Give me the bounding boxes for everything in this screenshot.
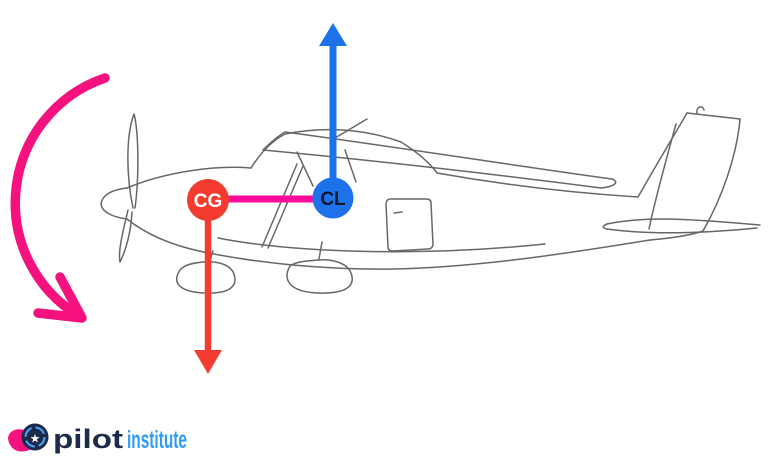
door-handle: [393, 211, 403, 214]
pitch-moment-arrow: [10, 73, 110, 323]
cl-marker: CL: [312, 177, 354, 219]
cl-circle: [312, 177, 354, 219]
pilot-institute-logo: ★ pilot institute: [8, 423, 187, 454]
cowling-bottom: [126, 218, 200, 252]
tail-beacon: [696, 106, 705, 114]
cg-circle: [187, 179, 229, 221]
rear-window-slope: [400, 141, 438, 174]
wing-top-edge: [284, 131, 613, 180]
fuselage-belly: [198, 239, 651, 270]
fin-top: [686, 112, 741, 120]
weight-arrow: [194, 200, 222, 374]
propeller-blade-top: [127, 113, 139, 209]
star-icon: ★: [30, 432, 41, 446]
cg-label: CG: [194, 191, 223, 212]
windshield: [250, 133, 286, 169]
tailcone-bottom: [649, 230, 704, 241]
pitch-moment-arrowhead: [33, 272, 87, 323]
main-wheel-fairing: [286, 259, 353, 294]
propeller-spinner: [100, 187, 128, 220]
nose-wheel-fairing: [175, 261, 236, 294]
cowling-top: [126, 166, 252, 189]
stabilizer-tip: [602, 223, 608, 230]
propeller-blade-bottom: [118, 209, 133, 263]
cabin-door: [385, 198, 434, 252]
tailboom-top: [436, 172, 639, 198]
airplane-sketch: [100, 106, 761, 294]
logo-badge-ring-icon: [24, 426, 46, 448]
wing-strut-2: [267, 165, 304, 249]
wing-tip: [600, 178, 617, 189]
wing-bottom-edge: [262, 149, 602, 189]
cabin-roof: [284, 128, 402, 143]
pitch-moment-arc: [10, 73, 110, 321]
cl-label: CL: [320, 189, 346, 210]
logo-text-pilot: pilot: [53, 424, 123, 454]
logo-text-institute: institute: [127, 426, 187, 454]
rudder-hinge-line: [648, 123, 677, 230]
fin-leading-edge: [637, 112, 688, 198]
rudder-trailing-edge: [702, 118, 741, 232]
wing-strut: [261, 163, 298, 248]
stabilizer-bottom: [606, 227, 758, 234]
main-gear-leg: [318, 241, 323, 260]
lift-arrowhead-icon: [319, 23, 347, 46]
wing-leading-edge: [262, 131, 286, 151]
window-frame-2: [344, 149, 357, 183]
fuselage-crease: [217, 237, 546, 253]
lift-arrow: [319, 23, 347, 198]
cg-marker: CG: [187, 179, 229, 221]
window-frame-1: [296, 151, 314, 187]
weight-arrowhead-icon: [194, 350, 222, 374]
stabilizer-top: [606, 218, 761, 226]
